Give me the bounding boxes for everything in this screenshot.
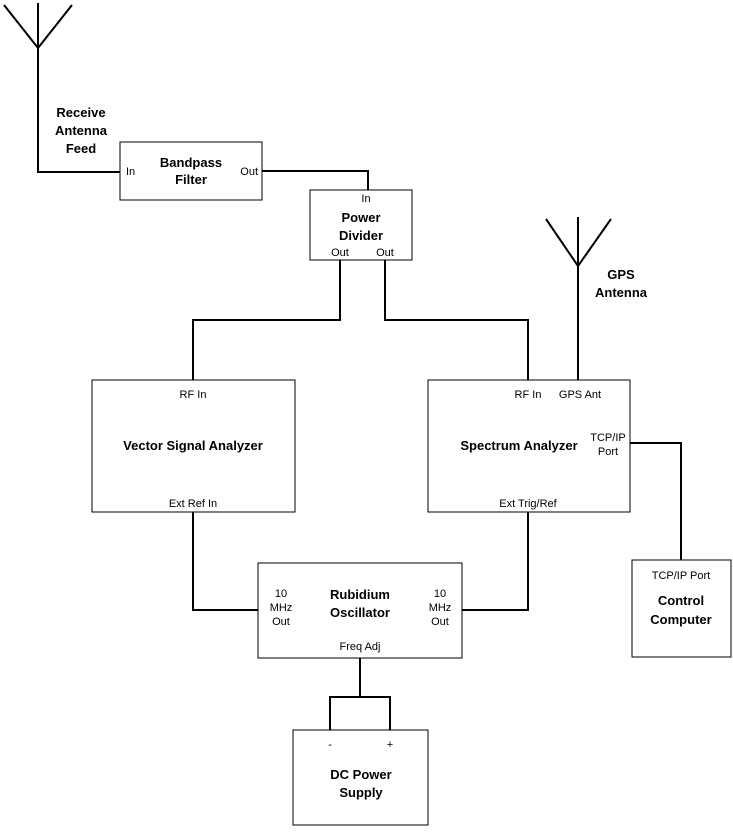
wire-bandpass-to-divider (262, 170, 369, 190)
gps-antenna-label-line1: GPS (607, 267, 635, 282)
wire-sa-to-computer (630, 442, 682, 560)
rubidium-right-port-line2: MHz (429, 602, 452, 614)
bandpass-filter-title-line2: Filter (175, 172, 207, 187)
vector-signal-analyzer-box (91, 379, 296, 513)
sa-title: Spectrum Analyzer (460, 438, 577, 453)
sa-port-rf-in: RF In (515, 389, 542, 401)
vsa-port-ext-ref: Ext Ref In (169, 498, 217, 510)
computer-title-line2: Computer (650, 612, 711, 627)
receive-antenna-label-line3: Feed (66, 141, 96, 156)
rubidium-title-line1: Rubidium (330, 587, 390, 602)
receive-antenna-label-line2: Antenna (55, 123, 108, 138)
spectrum-analyzer-box (427, 379, 631, 513)
sa-port-gps-ant: GPS Ant (559, 389, 601, 401)
rubidium-title-line2: Oscillator (330, 605, 390, 620)
receive-antenna-label-line1: Receive (56, 105, 105, 120)
rubidium-right-port-line1: 10 (434, 588, 446, 600)
bandpass-filter-box (119, 141, 263, 201)
power-divider-box (309, 189, 413, 261)
wire-receive-feed (37, 48, 120, 173)
gps-antenna-icon (545, 217, 612, 267)
sa-port-tcpip-line2: Port (598, 446, 618, 458)
bandpass-filter-port-out: Out (240, 166, 258, 178)
power-divider-title-line1: Power (341, 210, 380, 225)
power-divider-port-out-right: Out (376, 247, 394, 259)
rubidium-left-port-line1: 10 (275, 588, 287, 600)
bandpass-filter-port-in: In (126, 166, 135, 178)
wire-vsa-to-rubidium (192, 512, 258, 611)
computer-title-line1: Control (658, 593, 704, 608)
dc-power-supply-box (292, 729, 429, 826)
dc-terminal-minus: - (328, 739, 332, 751)
computer-port-tcpip: TCP/IP Port (652, 570, 710, 582)
rubidium-left-port-line3: Out (272, 616, 290, 628)
rubidium-oscillator-box (257, 562, 463, 659)
vsa-title: Vector Signal Analyzer (123, 438, 263, 453)
receive-antenna-icon (3, 3, 73, 49)
sa-port-tcpip-line1: TCP/IP (590, 432, 625, 444)
dc-terminal-plus: + (387, 739, 393, 751)
wire-divider-to-vsa (192, 260, 341, 380)
control-computer-box (631, 559, 732, 658)
rubidium-port-freq-adj: Freq Adj (340, 641, 381, 653)
power-divider-port-in: In (361, 193, 370, 205)
vsa-port-rf-in: RF In (180, 389, 207, 401)
wire-sa-to-rubidium (462, 512, 529, 611)
sa-port-ext-trig: Ext Trig/Ref (499, 498, 557, 510)
rubidium-left-port-line2: MHz (270, 602, 293, 614)
dc-title-line1: DC Power (330, 767, 391, 782)
wire-freqadj-bracket (329, 696, 391, 730)
gps-antenna-label-line2: Antenna (595, 285, 648, 300)
wire-divider-to-sa (384, 260, 529, 380)
power-divider-title-line2: Divider (339, 228, 383, 243)
power-divider-port-out-left: Out (331, 247, 349, 259)
dc-title-line2: Supply (339, 785, 383, 800)
bandpass-filter-title-line1: Bandpass (160, 155, 222, 170)
rubidium-right-port-line3: Out (431, 616, 449, 628)
